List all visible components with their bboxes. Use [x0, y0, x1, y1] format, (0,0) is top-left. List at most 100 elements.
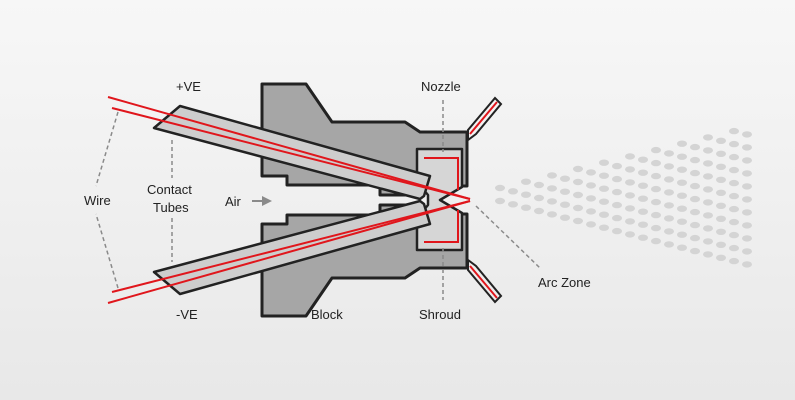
spray-droplet	[742, 131, 752, 138]
spray-droplet	[664, 189, 674, 196]
spray-droplet	[638, 169, 648, 176]
spray-droplet	[612, 188, 622, 196]
spray-droplet	[729, 179, 739, 187]
spray-droplet	[742, 196, 752, 203]
spray-droplet	[742, 235, 752, 242]
spray-droplet	[690, 247, 700, 255]
spray-droplet	[612, 227, 622, 235]
spray-droplet	[547, 172, 557, 179]
label-positive: +VE	[176, 79, 201, 94]
spray-droplet	[573, 204, 583, 212]
spray-droplet	[716, 176, 726, 183]
spray-droplet	[560, 175, 570, 182]
spray-droplet	[534, 181, 544, 189]
spray-droplet	[703, 238, 713, 245]
wires	[107, 96, 471, 304]
spray-droplet	[690, 234, 700, 242]
spray-droplet	[742, 261, 752, 268]
spray-droplet	[716, 215, 726, 222]
spray-droplet	[638, 234, 648, 241]
spray-droplet	[625, 153, 635, 160]
spray-droplet	[651, 185, 661, 193]
spray-droplet	[677, 218, 687, 225]
spray-droplet	[495, 184, 505, 192]
spray-droplet	[638, 182, 648, 189]
spray-droplet	[547, 185, 557, 192]
spray-droplet	[677, 179, 687, 186]
spray-droplet	[703, 251, 713, 258]
spray-droplet	[729, 231, 739, 239]
label-shroud: Shroud	[419, 307, 461, 322]
spray-droplet	[560, 201, 570, 208]
spray-droplet	[638, 156, 648, 163]
spray-droplet	[729, 244, 739, 252]
spray-droplet	[625, 218, 635, 225]
spray-droplet	[638, 195, 648, 202]
spray-droplet	[612, 214, 622, 222]
spray-droplet	[690, 182, 700, 190]
label-negative: -VE	[176, 307, 198, 322]
spray-droplet	[690, 156, 700, 164]
spray-droplet	[703, 173, 713, 180]
spray-droplet	[599, 185, 609, 192]
spray-droplet	[521, 204, 531, 211]
spray-droplet	[729, 205, 739, 213]
spray-droplet	[573, 165, 583, 173]
spray-droplet	[573, 191, 583, 199]
spray-droplet	[729, 140, 739, 148]
spray-droplet	[534, 207, 544, 215]
spray-droplet	[703, 147, 713, 154]
spray-droplet	[651, 146, 661, 154]
spray-droplet	[716, 150, 726, 157]
spray-droplet	[495, 197, 505, 205]
spray-cloud	[495, 127, 752, 268]
spray-droplet	[690, 195, 700, 203]
spray-droplet	[586, 169, 596, 176]
spray-droplet	[703, 212, 713, 219]
spray-droplet	[651, 172, 661, 180]
spray-droplet	[729, 127, 739, 135]
spray-droplet	[560, 214, 570, 221]
spray-droplet	[742, 209, 752, 216]
spray-droplet	[508, 188, 518, 195]
spray-droplet	[586, 208, 596, 215]
spray-droplet	[742, 170, 752, 177]
spray-droplet	[651, 237, 661, 245]
label-contact: Contact	[147, 182, 192, 197]
spray-droplet	[651, 224, 661, 232]
spray-droplet	[703, 134, 713, 141]
spray-droplet	[677, 205, 687, 212]
spray-droplet	[625, 166, 635, 173]
spray-droplet	[664, 228, 674, 235]
spray-droplet	[664, 215, 674, 222]
spray-droplet	[729, 192, 739, 200]
spray-droplet	[664, 163, 674, 170]
spray-droplet	[677, 192, 687, 199]
spray-droplet	[599, 172, 609, 179]
spray-droplet	[664, 241, 674, 248]
spray-droplet	[586, 182, 596, 189]
spray-droplet	[521, 178, 531, 185]
label-tubes: Tubes	[153, 200, 189, 215]
label-air: Air	[225, 194, 242, 209]
label-wire: Wire	[84, 193, 111, 208]
spray-droplet	[534, 194, 544, 202]
spray-droplet	[612, 175, 622, 183]
spray-droplet	[599, 224, 609, 231]
spray-droplet	[703, 160, 713, 167]
spray-droplet	[742, 157, 752, 164]
spray-droplet	[664, 150, 674, 157]
spray-droplet	[625, 205, 635, 212]
spray-droplet	[742, 183, 752, 190]
spray-droplet	[547, 211, 557, 218]
spray-droplet	[716, 228, 726, 235]
spray-droplet	[716, 241, 726, 248]
spray-droplet	[651, 198, 661, 206]
spray-droplet	[677, 244, 687, 251]
spray-droplet	[625, 192, 635, 199]
spray-droplet	[690, 169, 700, 177]
arrow-right-icon	[252, 196, 272, 206]
spray-droplet	[742, 144, 752, 151]
